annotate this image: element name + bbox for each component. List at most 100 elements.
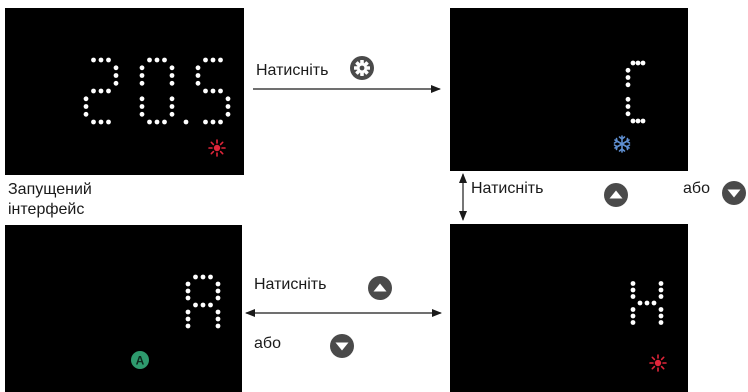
segment-dot (208, 274, 213, 280)
segment-dot (83, 104, 89, 109)
decimal-point-dot (183, 119, 189, 125)
up-button-icon (603, 182, 629, 208)
segment-dot (91, 88, 96, 94)
segment-dot (625, 111, 631, 117)
segment-dot (225, 96, 231, 102)
segment-dot (658, 281, 664, 286)
segment-dot (139, 96, 145, 102)
segment-dot (185, 295, 191, 301)
segment-dot (147, 57, 152, 63)
segment-dot (203, 57, 208, 63)
sun-icon (208, 139, 226, 157)
segment-dot (83, 96, 89, 102)
segment-dot (154, 119, 160, 125)
snowflake-icon (613, 135, 631, 153)
segment-dot (630, 60, 636, 66)
segment-dot (113, 80, 119, 86)
down-button-icon (721, 180, 747, 206)
svg-text:A: A (136, 354, 145, 368)
segment-dot (98, 57, 104, 63)
segment-dot (630, 118, 636, 124)
segment-dot (193, 302, 198, 308)
segment-dot (169, 96, 175, 102)
segment-dot (215, 288, 221, 294)
segment-dot (139, 111, 145, 117)
segment-dot (185, 309, 191, 315)
segment-dot (630, 281, 636, 286)
display-screen-cool-mode (450, 8, 688, 171)
segment-dot (154, 57, 160, 63)
segment-dot (169, 80, 175, 86)
segment-dot (630, 307, 636, 312)
dot-letter-h (630, 281, 667, 372)
dot-letter-c (613, 60, 646, 153)
segment-dot (98, 119, 104, 125)
auto-mode-icon: A (131, 351, 149, 369)
press-label-top: Натисніть (256, 62, 329, 79)
segment-dot (193, 274, 198, 280)
segment-dot (218, 88, 223, 94)
segment-dot (630, 287, 636, 293)
running-label-line2: інтерфейс (8, 201, 85, 218)
segment-dot (98, 88, 104, 94)
press-label-right: Натисніть (471, 180, 544, 197)
segment-dot (658, 294, 664, 299)
running-label-line1: Запущений (8, 181, 92, 198)
segment-dot (640, 118, 646, 124)
display-screen-heat-mode (450, 224, 688, 392)
segment-dot (658, 287, 664, 293)
or-label-right: або (683, 180, 710, 197)
segment-dot (635, 118, 641, 124)
segment-dot (225, 104, 231, 109)
dot-letter-a: A (131, 274, 221, 369)
segment-dot (200, 302, 206, 308)
segment-dot (215, 309, 221, 315)
segment-dot (106, 57, 111, 63)
sun-icon (649, 354, 667, 372)
down-button-icon (329, 333, 355, 359)
display-screen-auto-mode: A (5, 225, 242, 392)
segment-dot (139, 104, 145, 109)
segment-dot (147, 119, 152, 125)
segment-dot (106, 88, 111, 94)
segment-dot (185, 323, 191, 329)
segment-dot (635, 60, 641, 66)
segment-dot (208, 302, 213, 308)
segment-dot (195, 73, 201, 78)
segment-dot (139, 65, 145, 71)
gear-icon (349, 55, 375, 81)
segment-dot (203, 88, 208, 94)
segment-dot (658, 307, 664, 312)
press-label-bottom: Натисніть (254, 276, 327, 293)
segment-dot (218, 119, 223, 125)
segment-dot (162, 57, 167, 63)
segment-dot (83, 111, 89, 117)
segment-dot (625, 96, 631, 102)
segment-dot (200, 274, 206, 280)
segment-dot (169, 111, 175, 117)
segment-dot (210, 88, 216, 94)
segment-dot (169, 65, 175, 71)
segment-dot (215, 295, 221, 301)
display-screen-running (5, 8, 244, 175)
dot-digits-20-5 (83, 57, 231, 157)
segment-dot (106, 119, 111, 125)
segment-dot (640, 60, 646, 66)
segment-dot (651, 300, 657, 306)
segment-dot (169, 104, 175, 109)
segment-dot (215, 281, 221, 287)
segment-dot (113, 73, 119, 78)
segment-dot (91, 119, 96, 125)
segment-dot (630, 320, 636, 325)
segment-dot (185, 288, 191, 294)
segment-dot (139, 73, 145, 78)
segment-dot (215, 316, 221, 322)
segment-dot (169, 73, 175, 78)
segment-dot (658, 313, 664, 319)
segment-dot (185, 281, 191, 287)
segment-dot (625, 75, 631, 80)
segment-dot (225, 111, 231, 117)
segment-dot (625, 67, 631, 73)
segment-dot (658, 320, 664, 325)
segment-dot (113, 65, 119, 71)
